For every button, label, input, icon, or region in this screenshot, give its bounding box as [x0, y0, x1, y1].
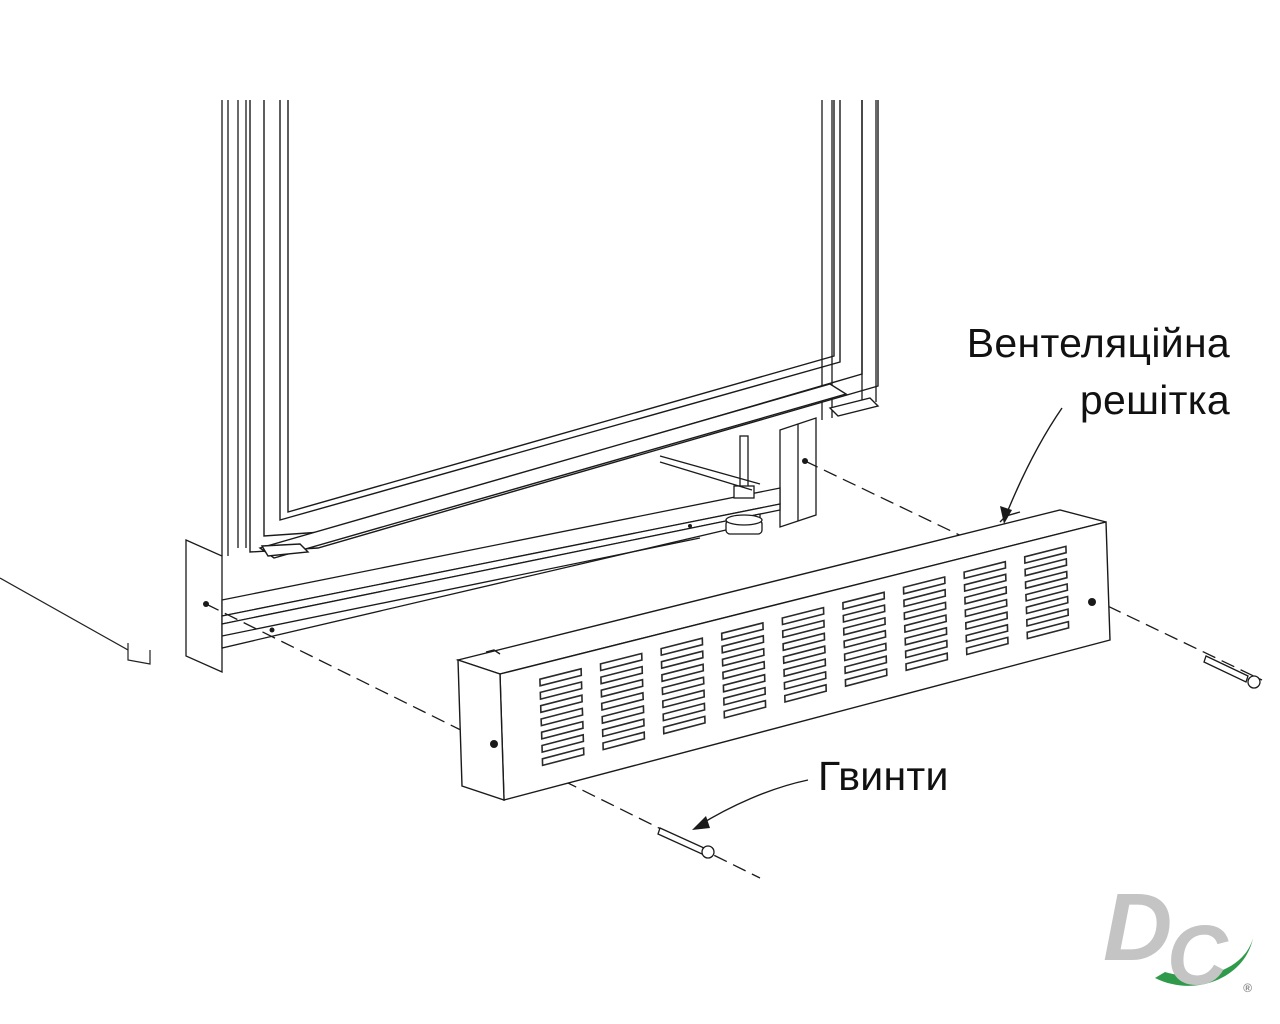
grille-slot [844, 655, 888, 675]
grille-slot [781, 606, 825, 626]
grille-slot [662, 702, 706, 722]
rail-hole [269, 627, 275, 633]
grille-slot [844, 667, 888, 688]
grille-slot [540, 707, 584, 727]
grille-slot [904, 639, 948, 659]
grille-right-hole [1088, 598, 1096, 606]
grille-slot [600, 665, 644, 685]
grille-slot [1024, 570, 1068, 590]
ventilation-grille [455, 509, 1111, 801]
grille-slot [1023, 545, 1067, 565]
door-frame [249, 100, 880, 559]
grille-slot [721, 647, 765, 667]
base-rails [221, 435, 781, 649]
grille-slot [600, 678, 644, 698]
grille-slot [722, 686, 767, 706]
screw-right [1203, 655, 1261, 689]
grille-slot [541, 746, 585, 767]
grille-slot [964, 598, 1008, 618]
grille-slot [964, 611, 1009, 631]
grille-slot [783, 683, 828, 704]
floor-foot [127, 643, 151, 665]
grille-slot [782, 632, 826, 652]
grille-slot [905, 652, 949, 672]
grille-label-line1: Вентеляційна [966, 320, 1230, 366]
grille-slot [783, 658, 827, 678]
grille-slot [1025, 608, 1070, 628]
grille-slot [723, 699, 767, 719]
grille-slot [541, 733, 585, 754]
grille-slot [1025, 595, 1069, 615]
grille-slot [842, 616, 886, 636]
grille-slot [1025, 582, 1069, 602]
logo-swoosh [1155, 938, 1253, 986]
cabinet-frame [185, 100, 877, 674]
floor-line [0, 577, 129, 651]
grille-slot [782, 645, 826, 665]
grille-slot [1026, 620, 1070, 640]
grille-slot [964, 585, 1008, 605]
grille-label-line2: решітка [1079, 377, 1230, 423]
screws-label: Гвинти [818, 753, 949, 799]
logo-letter-d: D [1103, 874, 1172, 981]
grille-slot [903, 601, 947, 621]
grille-slot [965, 636, 1009, 656]
grille-slot [781, 619, 825, 639]
grille-slot [539, 667, 583, 687]
grille-slot [662, 715, 706, 735]
grille-slot [721, 634, 765, 654]
logo-letter-c: C [1167, 908, 1229, 998]
grille-left-hole [490, 740, 498, 748]
grille-slot [539, 680, 583, 701]
grille-slot [660, 650, 704, 670]
grille-slot [540, 720, 584, 740]
grille-slot [903, 614, 948, 634]
grille-slot [722, 673, 766, 693]
screws-leader [697, 779, 809, 827]
grille-slots [539, 545, 1070, 767]
grille-slot [600, 691, 645, 712]
dc-logo: D C ® [1103, 874, 1253, 998]
grille-slot [601, 704, 645, 725]
grille-slot [904, 626, 948, 646]
screws-arrowhead [692, 816, 710, 830]
grille-slot [661, 663, 705, 683]
grille-slot [842, 591, 886, 611]
grille-slot [660, 637, 704, 657]
rail-hole-2 [688, 524, 692, 528]
grille-slot [661, 689, 706, 709]
screw-left [657, 827, 715, 859]
grille-slot [783, 670, 827, 691]
grille-slot [661, 676, 705, 696]
grille-slot [965, 623, 1009, 643]
grille-slot [720, 621, 764, 641]
grille-slot [599, 652, 643, 672]
grille-slot [902, 575, 946, 595]
grille-slot [601, 718, 645, 738]
grille-slot [602, 731, 646, 751]
grille-slot [539, 694, 583, 714]
grille-slot [843, 629, 887, 649]
grille-slot [903, 588, 947, 608]
grille-slot [722, 660, 766, 680]
grille-slot [963, 573, 1007, 593]
grille-slot [963, 560, 1007, 580]
grille-slot [843, 642, 887, 662]
logo-registered: ® [1243, 981, 1252, 995]
grille-leader [1003, 407, 1063, 521]
grille-arrowhead [1000, 506, 1012, 524]
grille-slot [842, 604, 886, 624]
grille-slot [1024, 557, 1068, 577]
